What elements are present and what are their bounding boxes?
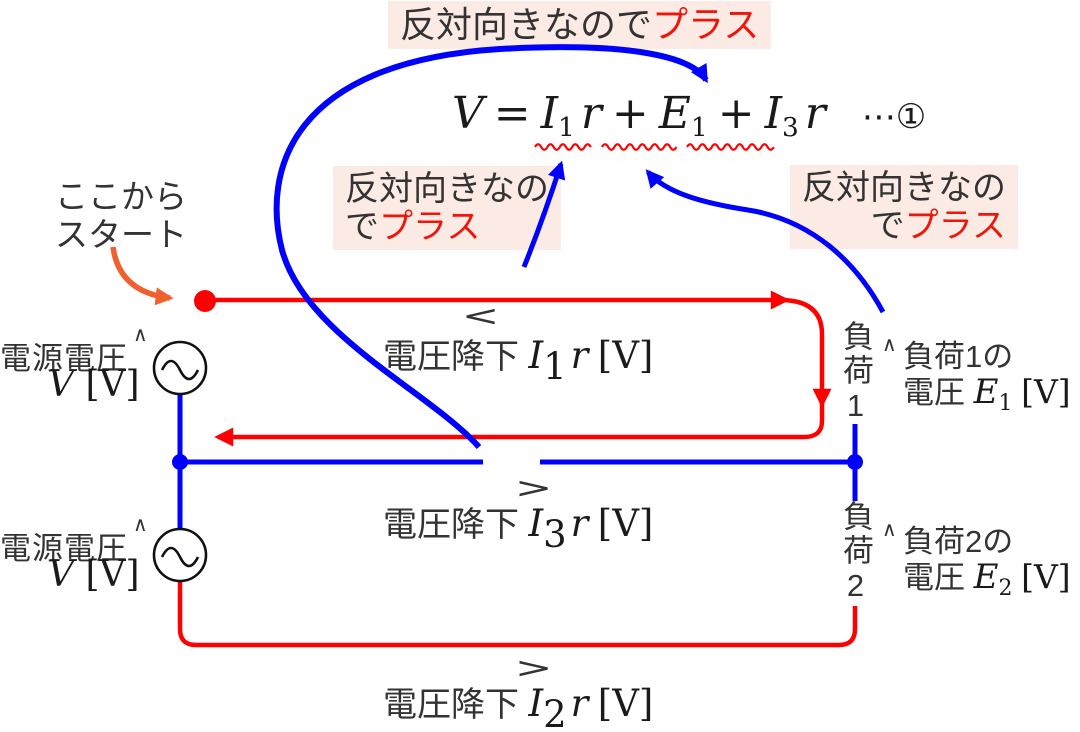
start-label: ここから スタート <box>46 178 196 254</box>
source2-value: V [V] <box>48 554 140 595</box>
callout-left-highlight: プラス <box>379 208 481 247</box>
load2-desc-line2: 電圧 E2 [V] <box>903 552 1071 601</box>
ac-source2-sine-icon <box>160 546 200 568</box>
callout-right-reason: 反対向きなの でプラス <box>790 165 1018 250</box>
load1-vertical-label: 負荷1 <box>838 320 873 426</box>
wavy-underline-i1r <box>534 143 592 151</box>
eq-reference-number: ⋯① <box>861 97 927 137</box>
source1-symbol: V <box>48 364 74 405</box>
junction-dot-right <box>847 454 863 470</box>
callout-top-reason: 反対向きなのでプラス <box>388 1 772 50</box>
drop2-I: I <box>528 682 544 725</box>
eq-I1: I <box>540 88 559 139</box>
wire-bottom-loop <box>177 581 858 648</box>
start-pointer-arrow <box>110 246 174 306</box>
loop1-arrow-return <box>214 402 825 447</box>
drop1-r: r <box>570 334 589 377</box>
drop3-I-sub: 3 <box>543 513 567 557</box>
wavy-underline-e1 <box>601 143 678 151</box>
callout-right-line1: 反対向きなの <box>802 169 1006 207</box>
source1-unit: [V] <box>85 364 140 405</box>
source1-pointer-caret: ∧ <box>133 324 148 346</box>
source2-pointer-caret: ∧ <box>133 514 148 536</box>
drop2-I-sub: 2 <box>543 693 567 732</box>
wavy-underline-i3r <box>686 143 775 151</box>
load2-vertical-label: 負荷2 <box>838 500 873 606</box>
eq-plus2: + <box>717 88 755 139</box>
ac-source1-sine-icon <box>160 359 200 381</box>
drop1-I-sub: 1 <box>543 345 567 389</box>
load1-desc-line1: 負荷1の <box>903 339 1014 374</box>
callout-right-line2: で <box>870 207 905 246</box>
load2-desc-prefix: 電圧 <box>903 560 965 595</box>
junction-dot-left <box>172 454 188 470</box>
eq-I1-sub: 1 <box>558 111 575 143</box>
drop1-unit: [V] <box>597 334 654 377</box>
load1-desc-line2: 電圧 E1 [V] <box>903 367 1071 416</box>
drop1-text: 電圧降下 <box>383 338 519 376</box>
ac-source1-icon <box>152 340 208 396</box>
callout-top-highlight: プラス <box>652 4 760 45</box>
ac-source2-icon <box>152 527 208 583</box>
eq-E1-sub: 1 <box>690 111 708 143</box>
load1-E: E <box>973 372 999 412</box>
eq-equals: = <box>493 88 531 139</box>
load1-pointer-caret: ∧ <box>882 334 897 356</box>
start-node-dot <box>194 290 216 312</box>
drop3-r: r <box>570 502 589 545</box>
callout-left-reason: 反対向きなの でプラス <box>333 166 561 251</box>
drop3-unit: [V] <box>597 502 654 545</box>
source2-unit: [V] <box>85 554 140 595</box>
load2-E: E <box>973 557 999 597</box>
drop3-text: 電圧降下 <box>383 506 519 544</box>
eq-r1: r <box>580 88 602 139</box>
load2-pointer-caret: ∧ <box>882 519 897 541</box>
drop3-I: I <box>528 502 544 545</box>
source1-name: 電源電圧 <box>0 341 128 376</box>
drop1-I: I <box>528 334 544 377</box>
drop2-r: r <box>570 682 589 725</box>
drop2-unit: [V] <box>597 682 654 725</box>
eq-plus1: + <box>611 88 649 139</box>
eq-I3: I <box>764 88 782 139</box>
load2-unit: [V] <box>1021 557 1071 596</box>
eq-I3-sub: 3 <box>781 111 799 143</box>
load2-E-sub: 2 <box>998 575 1013 601</box>
source2-name: 電源電圧 <box>0 531 128 566</box>
load1-E-sub: 1 <box>998 390 1013 416</box>
loop1-arrow-right-down <box>779 297 832 408</box>
drop3-direction-mark: > <box>514 471 553 506</box>
eq-r3: r <box>804 88 826 139</box>
callout-right-highlight: プラス <box>904 207 1006 246</box>
callout-left-line1: 反対向きなの <box>345 170 549 208</box>
drop2-text: 電圧降下 <box>383 686 519 724</box>
load1-unit: [V] <box>1021 372 1071 411</box>
start-label-line2: スタート <box>55 216 187 253</box>
eq-V: V <box>452 88 484 139</box>
load2-desc-line1: 負荷2の <box>903 524 1014 559</box>
source2-symbol: V <box>48 554 74 595</box>
start-label-line1: ここから <box>55 178 187 215</box>
source1-value: V [V] <box>48 364 140 405</box>
drop2-direction-mark: > <box>514 651 553 686</box>
eq-E1: E <box>658 88 691 139</box>
load1-desc-prefix: 電圧 <box>903 375 965 410</box>
callout-left-line2: で <box>345 208 379 247</box>
callout-top-text: 反対向きなので <box>400 4 653 45</box>
